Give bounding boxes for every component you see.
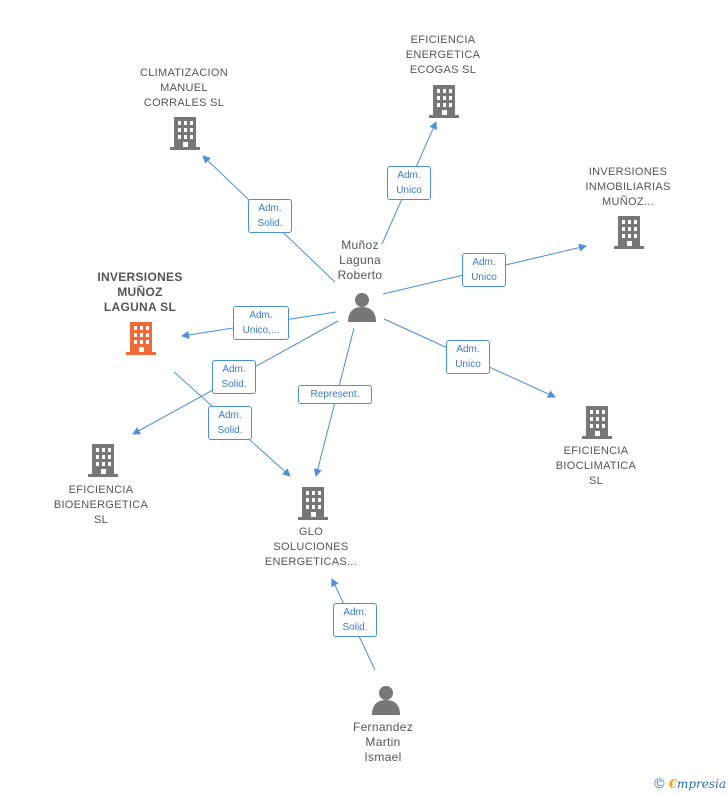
node-label-glo[interactable]: GLO SOLUCIONES ENERGETICAS... xyxy=(264,526,358,568)
node-label-ecogas[interactable]: EFICIENCIA ENERGETICA ECOGAS SL xyxy=(405,34,481,76)
edge-label-to-inv-munoz: Adm. Unico,... xyxy=(233,306,289,340)
building-icon[interactable] xyxy=(582,406,612,439)
copyright-icon: © xyxy=(654,775,665,791)
node-label-fernandez[interactable]: Fernandez Martin Ismael xyxy=(352,720,414,764)
building-icon[interactable] xyxy=(170,117,200,150)
brand-logo-letter: € xyxy=(668,777,677,791)
building-icon[interactable] xyxy=(88,444,118,477)
brand-name: mpresia xyxy=(676,777,726,791)
person-icon[interactable] xyxy=(348,293,376,322)
person-icon[interactable] xyxy=(372,686,400,715)
edge-label-munoz-to-glo: Represent. xyxy=(298,385,372,404)
building-icon[interactable] xyxy=(429,85,459,118)
node-label-munoz-person[interactable]: Muñoz Laguna Roberto xyxy=(337,238,383,282)
building-icon[interactable] xyxy=(614,216,644,249)
node-label-inv-inmobiliarias[interactable]: INVERSIONES INMOBILIARIAS MUÑOZ... xyxy=(585,166,671,208)
node-label-climatizacion[interactable]: CLIMATIZACION MANUEL CORRALES SL xyxy=(139,67,229,109)
footer-brand[interactable]: ©€mpresia xyxy=(654,775,726,791)
node-label-bioclimatica[interactable]: EFICIENCIA BIOCLIMATICA SL xyxy=(555,445,637,487)
building-icon-highlighted[interactable] xyxy=(126,322,156,355)
edge-label-to-inv-inmob: Adm. Unico xyxy=(462,253,506,287)
edge-label-to-climatizacion: Adm. Solid. xyxy=(248,199,292,233)
building-icon[interactable] xyxy=(298,487,328,520)
node-label-inv-munoz[interactable]: INVERSIONES MUÑOZ LAGUNA SL xyxy=(97,270,183,314)
edge-label-to-ecogas: Adm. Unico xyxy=(387,166,431,200)
node-label-bioenergetica[interactable]: EFICIENCIA BIOENERGETICA SL xyxy=(53,484,149,526)
edge-label-invmunoz-to-glo: Adm. Solid. xyxy=(208,406,252,440)
edge-label-fernandez-to-glo: Adm. Solid. xyxy=(333,603,377,637)
edge-label-to-bioenergetica: Adm. Solid. xyxy=(212,360,256,394)
edge-label-to-bioclimatica: Adm. Unico xyxy=(446,340,490,374)
